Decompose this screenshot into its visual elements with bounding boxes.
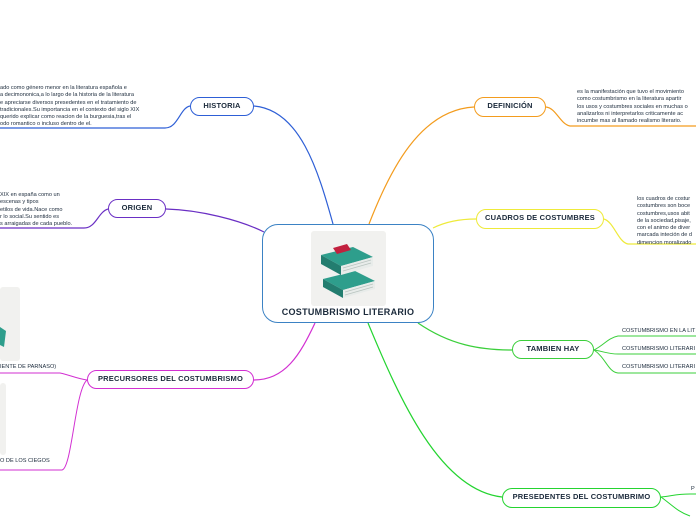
topic-cuadros[interactable]: CUADROS DE COSTUMBRES	[476, 209, 604, 229]
connector-cuadros	[432, 218, 477, 229]
tambien-branch-1	[593, 335, 696, 351]
tambien-item-3[interactable]: COSTUMBRISMO LITERARI	[622, 364, 696, 370]
connector-presedentes	[367, 322, 503, 498]
connector-origen	[165, 208, 265, 233]
precursor-image-2	[0, 383, 6, 455]
precursor-item-2[interactable]: O DE LOS CIEGOS	[0, 458, 50, 464]
cuadros-note: los cuadros de costur costumbres son boc…	[637, 196, 693, 246]
precursores-branch-1	[0, 372, 88, 381]
tambien-branch-2	[593, 349, 696, 355]
topic-historia[interactable]: HISTORIA	[190, 97, 254, 116]
precursores-branch-2	[0, 379, 88, 471]
historia-note-line	[0, 105, 191, 129]
presedentes-branch-1	[660, 493, 696, 498]
precursor-image-1	[0, 287, 20, 361]
definicion-note: es la manifestación que tuvo el movimien…	[577, 89, 688, 125]
topic-origen[interactable]: ORIGEN	[108, 199, 166, 218]
historia-note: ado como género menor en la literatura e…	[0, 85, 140, 128]
connector-tambien	[417, 322, 513, 351]
connector-definicion	[368, 106, 475, 225]
central-topic-title: COSTUMBRISMO LITERARIO	[281, 307, 415, 317]
tambien-branch-3	[593, 349, 696, 374]
topic-definicion[interactable]: DEFINICIÓN	[474, 97, 546, 117]
topic-precursores[interactable]: PRECURSORES DEL COSTUMBRISMO	[87, 370, 254, 389]
tambien-item-2[interactable]: COSTUMBRISMO LITERARI	[622, 346, 696, 352]
connector-historia	[253, 105, 334, 225]
topic-tambien[interactable]: TAMBIEN HAY	[512, 340, 594, 359]
cuadros-note-line	[603, 218, 696, 245]
books-icon	[311, 231, 386, 306]
precursor-item-1[interactable]: IENTE DE PARNASO)	[0, 364, 57, 370]
presedentes-item-1[interactable]: P	[691, 486, 695, 492]
origen-note-line	[0, 208, 109, 229]
tambien-item-1[interactable]: COSTUMBRISMO EN LA LIT	[622, 328, 696, 334]
origen-note: XIX en españa como un escenas y tipos et…	[0, 192, 73, 228]
definicion-note-line	[545, 106, 696, 127]
presedentes-branch-2	[660, 496, 691, 517]
topic-presedentes[interactable]: PRESEDENTES DEL COSTUMBRIMO	[502, 488, 661, 508]
connector-precursores	[253, 322, 316, 381]
central-topic[interactable]: COSTUMBRISMO LITERARIO	[262, 224, 434, 323]
